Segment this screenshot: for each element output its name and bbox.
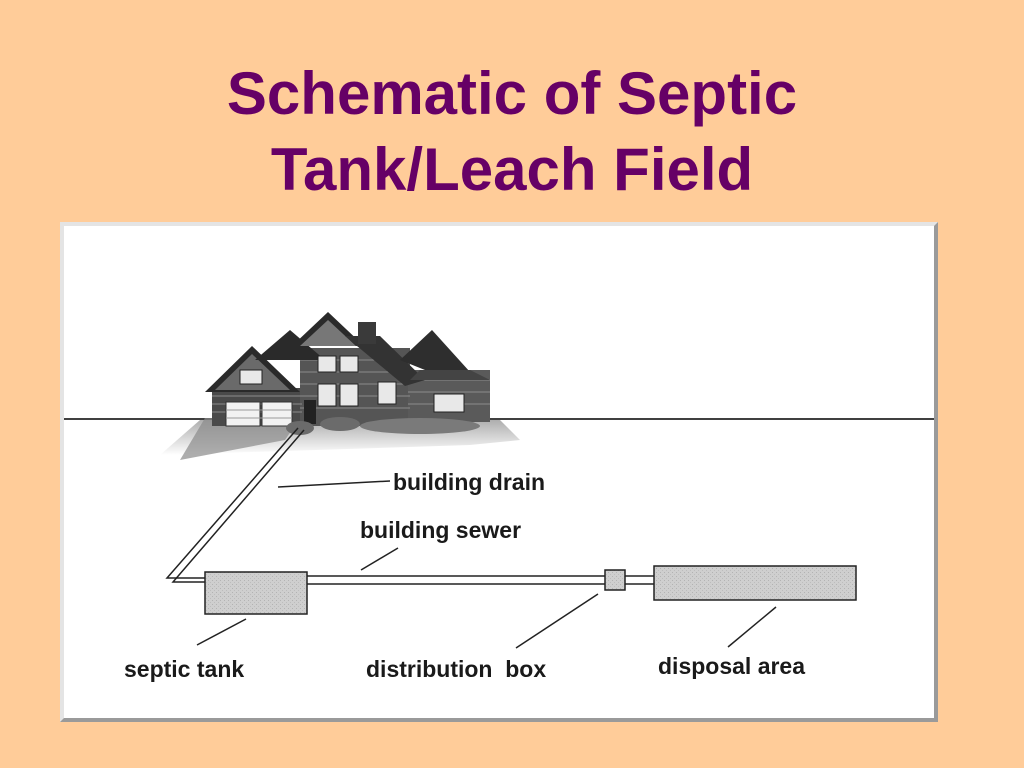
distribution-box-leader [515,593,599,649]
building-drain-pipe [165,427,305,583]
house-illustration [160,312,520,460]
septic-tank [204,571,308,615]
slide-title-line-1: Schematic of Septic [226,60,798,127]
schematic-figure [60,222,938,722]
disposal-area-leader [727,606,777,648]
disposal-area-label: disposal area [658,653,805,679]
building-sewer-pipe [307,575,605,585]
building-drain-label: building drain [393,469,545,495]
septic-tank-label: septic tank [124,656,244,682]
distribution-box [604,569,626,591]
slide-title-line-2: Tank/Leach Field [270,136,754,203]
distribution-box-label: distribution box [366,656,546,682]
building-sewer-label: building sewer [360,517,521,543]
disposal-area [653,565,857,601]
slide-title: Schematic of Septic Tank/Leach Field [0,56,1024,208]
building-drain-leader [277,480,391,488]
disposal-connector-pipe [625,575,654,585]
septic-tank-leader [196,618,247,646]
building-sewer-leader [360,547,399,571]
